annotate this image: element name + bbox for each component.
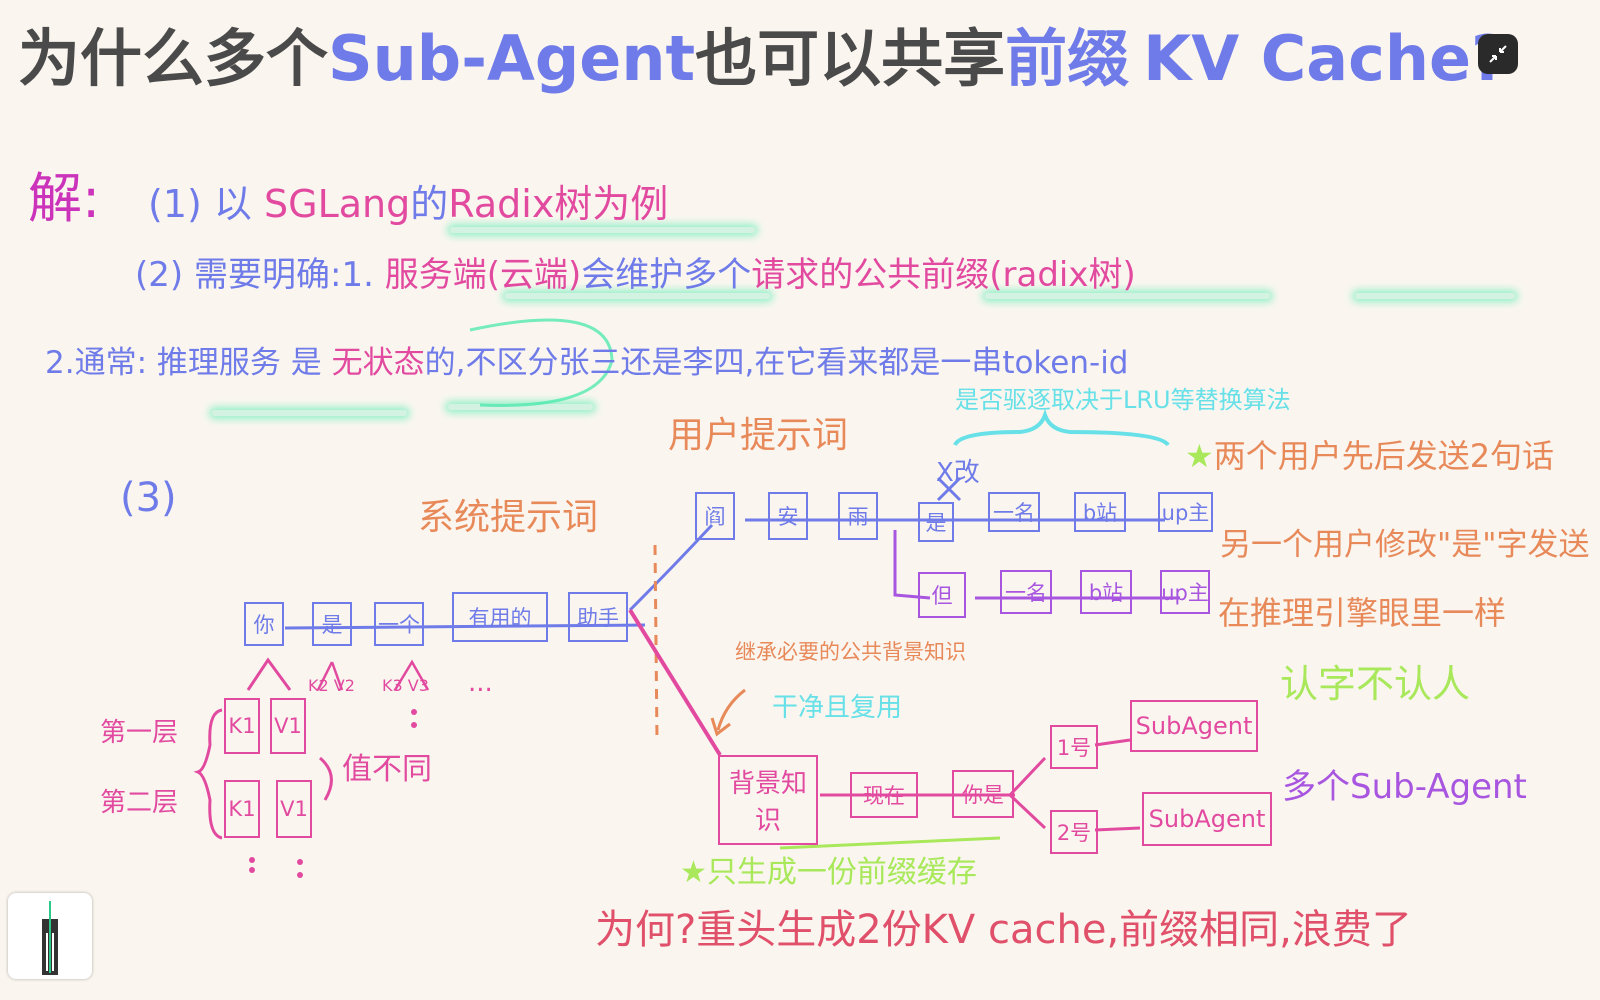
system-node-2: 是: [312, 602, 352, 646]
title-part-4: 前缀: [1005, 22, 1130, 95]
system-node-1: 你: [244, 602, 284, 646]
now-node: 现在: [850, 772, 918, 818]
multi-subagent-note: 多个Sub-Agent: [1282, 767, 1527, 807]
layer-bracket: [193, 708, 223, 840]
two-users-note: ★两个用户先后发送2句话: [1185, 437, 1555, 475]
answer-line-2: (2) 需要明确:1. 服务端(云端)会维护多个请求的公共前缀(radix树): [135, 258, 1136, 292]
you-are-node: 你是: [952, 770, 1014, 818]
highlight-radix-tree: [1355, 293, 1515, 299]
line2-text-6: (radix树): [989, 255, 1136, 295]
line2-text-4: 请求的: [751, 255, 854, 295]
agent-split-2: [1008, 793, 1047, 830]
user-node-7: up主: [1158, 492, 1213, 532]
agent-1-node: SubAgent: [1130, 700, 1258, 752]
clean-reuse-note: 干净且复用: [772, 693, 903, 723]
highlight-inference: [212, 410, 407, 416]
line2-text-3: 会维护多个: [581, 255, 752, 295]
user-node-4: 是: [918, 502, 954, 542]
user2-node-4: up主: [1160, 570, 1210, 614]
user2-node-2: 一名: [1000, 570, 1052, 614]
why-waste-note: 为何?重头生成2份KV cache,前缀相同,浪费了: [595, 907, 1412, 953]
user-node-2: 安: [768, 492, 808, 540]
system-row-line: [284, 623, 646, 630]
title-part-2: Sub-Agent: [328, 22, 696, 95]
layer-1-label: 第一层: [100, 718, 179, 748]
recognize-note: 认字不认人: [1280, 662, 1471, 706]
branch-line-agents: [628, 608, 722, 757]
agent-1-num: 1号: [1050, 725, 1098, 769]
user-prompt-label: 用户提示词: [668, 415, 849, 456]
line3-text-5: 的,不区分张三还是李四,在它看来都是一串token-id: [424, 345, 1129, 381]
ellipsis-label: ...: [468, 668, 493, 698]
user-node-6: b站: [1074, 492, 1126, 532]
only-one-note: ★只生成一份前缀缓存: [680, 855, 977, 890]
shrink-arrows-icon: [1489, 45, 1507, 63]
inherit-note: 继承必要的公共背景知识: [735, 640, 966, 664]
line2-text-2: 服务端(云端): [384, 255, 582, 295]
page-thumbnail-button[interactable]: [8, 893, 92, 979]
line1-num: (1): [148, 182, 202, 226]
lime-underline: [779, 836, 1001, 850]
system-node-3: 一个: [374, 602, 424, 646]
kv-arrow-1: [246, 657, 292, 691]
kv-layer1-k: K1: [224, 698, 260, 754]
background-knowledge-node: 背景知识: [718, 755, 818, 845]
highlight-stateless: [448, 404, 593, 410]
user2-node-3: b站: [1080, 570, 1132, 614]
kv-layer1-v: V1: [270, 698, 306, 754]
line2-text-5: 公共前缀: [853, 255, 990, 295]
line3-text-4: 无状态: [331, 345, 425, 381]
k2v2-label: K2 V2: [308, 676, 355, 695]
kv-layer2-k: K1: [224, 780, 260, 838]
inherit-arrow: [716, 688, 746, 731]
values-differ-label: 值不同: [342, 752, 432, 787]
line3-text-3: 是: [290, 345, 322, 381]
agent-2-num: 2号: [1050, 810, 1098, 854]
line1-text-2: SGLang: [264, 182, 411, 226]
branch-line-user: [628, 523, 714, 612]
highlight-server: [505, 293, 770, 299]
k3v3-label: K3 V3: [382, 676, 429, 695]
layer-2-label: 第二层: [100, 788, 179, 818]
user-node-1: 阎: [695, 492, 735, 540]
title-part-5: KV Cache?: [1143, 22, 1508, 95]
line2-num: (2): [135, 255, 184, 295]
value-bracket: [318, 756, 333, 801]
line1-text-4: Radix树为例: [448, 182, 669, 226]
user-node-3: 雨: [838, 492, 878, 540]
answer-line-1: (1) 以 SGLang的Radix树为例: [148, 185, 668, 223]
line3-text-2: 推理服务: [156, 345, 281, 381]
in-engine-note: 在推理引擎眼里一样: [1218, 594, 1507, 632]
page-thumbnail-icon: [42, 901, 58, 975]
system-node-5: 助手: [568, 592, 628, 642]
title-part-1: 为什么多个: [18, 22, 329, 95]
highlight-radix: [450, 227, 755, 233]
another-user-note: 另一个用户修改"是"字发送: [1220, 527, 1590, 563]
line3-text-1: 2.通常:: [45, 345, 148, 381]
kv-layer2-v: V1: [276, 780, 312, 838]
line2-text-1: 需要明确:1.: [193, 255, 374, 295]
line1-text-3: 的: [410, 182, 449, 226]
user-node-5: 一名: [988, 492, 1040, 532]
answer-line-3: 2.通常: 推理服务 是 无状态的,不区分张三还是李四,在它看来都是一串toke…: [45, 348, 1128, 379]
user2-node-1: 但: [918, 572, 966, 618]
title-part-3: 也可以共享: [695, 22, 1006, 95]
system-prompt-label: 系统提示词: [418, 497, 599, 538]
agent-split-1: [1008, 756, 1047, 797]
evict-brace: [953, 408, 1170, 447]
answer-label: 解:: [28, 167, 101, 230]
evict-note: 是否驱逐取决于LRU等替换算法: [955, 386, 1291, 414]
section-3-num: (3): [120, 475, 177, 521]
system-node-4: 有用的: [452, 592, 548, 642]
dashed-divider: [653, 544, 659, 741]
highlight-requests: [985, 293, 1270, 299]
exit-fullscreen-button[interactable]: [1478, 34, 1518, 74]
agent-2-node: SubAgent: [1142, 792, 1272, 846]
change-mark: X改: [936, 458, 980, 488]
line1-text-1: 以: [213, 182, 252, 226]
